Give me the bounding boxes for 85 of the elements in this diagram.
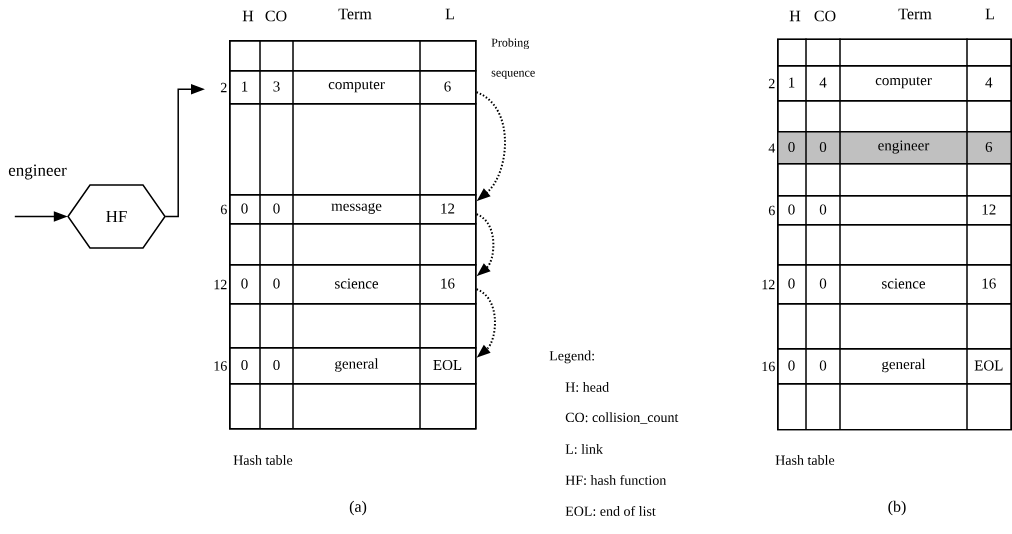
panel-label: (b) (888, 500, 906, 516)
row-index: 2 (768, 78, 775, 89)
row-index: 6 (220, 204, 227, 215)
input-label: engineer (8, 164, 67, 180)
table-row (777, 162, 1012, 197)
row-index: 16 (762, 361, 775, 372)
legend-entry: L: link (565, 444, 603, 454)
node-label: 0 (819, 278, 827, 289)
legend-entry: H: head (565, 382, 609, 392)
table-row: 0 0 message 12 (229, 193, 477, 225)
node-label: 4 (819, 77, 827, 88)
node-label: 0 (819, 141, 827, 153)
table-row (777, 302, 1012, 350)
table-caption: Hash table (775, 455, 835, 465)
node-label: 0 (788, 278, 795, 289)
node-label: 0 (241, 203, 248, 214)
legend-entry: HF: hash function (565, 474, 667, 485)
row-index: 12 (762, 279, 775, 290)
column-header: CO (814, 10, 836, 22)
table-caption: Hash table (233, 455, 293, 465)
table-row (777, 37, 1012, 67)
table-row (777, 382, 1012, 431)
column-header: H (242, 10, 254, 22)
column-header: Term (338, 8, 372, 20)
node-label: 0 (273, 203, 280, 214)
node-label: 0 (788, 360, 795, 371)
row-index: 4 (768, 143, 776, 153)
table-row (229, 102, 477, 196)
hash-function-hexagon: HF (67, 184, 166, 249)
node-label: 16 (441, 278, 455, 289)
column-header: L (985, 8, 994, 20)
node-label: 0 (819, 360, 827, 371)
row-index: 16 (214, 361, 227, 371)
node-label: science (882, 278, 926, 289)
column-header: L (445, 8, 454, 20)
node-label: 6 (985, 141, 993, 153)
legend-entry: CO: collision_count (565, 412, 679, 424)
node-label: general (882, 358, 926, 373)
table-row: 0 0 general EOL (777, 347, 1012, 385)
node-label: engineer (878, 140, 930, 154)
legend-title: Legend: (549, 350, 594, 364)
panel-label: (a) (349, 500, 367, 516)
table-row (229, 382, 477, 430)
node-label: 12 (982, 204, 996, 215)
table-row: 0 0 general EOL (229, 346, 477, 385)
row-index: 2 (220, 82, 227, 93)
node-label: 4 (985, 77, 993, 88)
node-label: 16 (982, 278, 996, 289)
table-row: 0 0 12 (777, 194, 1012, 226)
table-row (777, 99, 1012, 133)
node-label: 0 (273, 278, 280, 289)
table-row: 0 0 engineer 6 (777, 130, 1012, 165)
node-label: 12 (441, 203, 455, 214)
table-row (777, 223, 1012, 266)
node-label: 0 (241, 278, 248, 289)
node-label: 0 (273, 359, 280, 371)
node-label: computer (328, 80, 385, 93)
annotation: Probing sequence (491, 38, 535, 80)
node-label: EOL (974, 360, 1003, 371)
node-label: computer (875, 76, 932, 89)
legend-entry: EOL: end of list (565, 505, 656, 516)
node-label: 0 (788, 141, 795, 153)
node-label: 1 (789, 77, 795, 88)
node-label: 0 (241, 359, 248, 371)
table-row (229, 222, 477, 266)
node-label: 3 (273, 81, 280, 92)
row-index: 12 (214, 279, 227, 290)
node-label: 6 (444, 81, 451, 92)
column-header: Term (898, 8, 932, 20)
table-row: 1 3 computer 6 (229, 69, 477, 105)
node-label: science (335, 278, 379, 289)
node-label: EOL (433, 359, 462, 371)
node-label: message (331, 203, 382, 214)
row-index: 6 (768, 205, 775, 216)
node-label: general (335, 358, 379, 372)
table-row (229, 302, 477, 349)
table-row (229, 39, 477, 72)
column-header: H (789, 10, 801, 22)
column-header: CO (265, 10, 287, 22)
node-label: 1 (242, 81, 248, 92)
table-row: 1 4 computer 4 (777, 64, 1012, 102)
node-label: 0 (788, 204, 795, 215)
node-label: 0 (819, 204, 827, 215)
table-row: 0 0 science 16 (777, 263, 1012, 305)
table-row: 0 0 science 16 (229, 263, 477, 305)
